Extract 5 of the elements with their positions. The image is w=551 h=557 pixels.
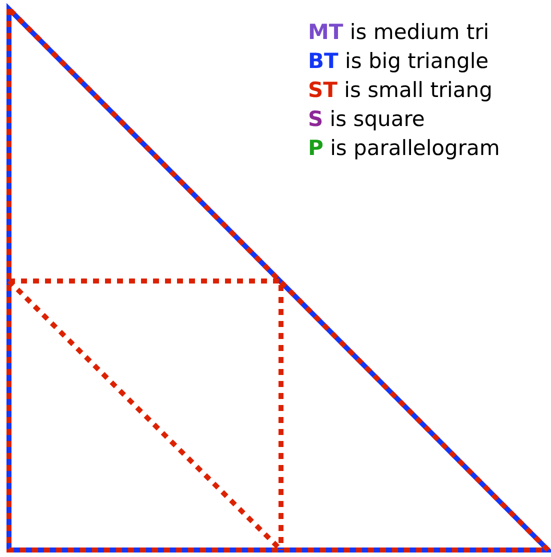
legend-note: P is parallelogram bbox=[308, 135, 500, 162]
legend-note: BT is big triangle bbox=[308, 48, 490, 75]
legend-note: ST is small triang bbox=[308, 77, 494, 104]
legend-note: MT is medium tri bbox=[308, 19, 490, 46]
legend-note: S is square bbox=[308, 106, 426, 133]
